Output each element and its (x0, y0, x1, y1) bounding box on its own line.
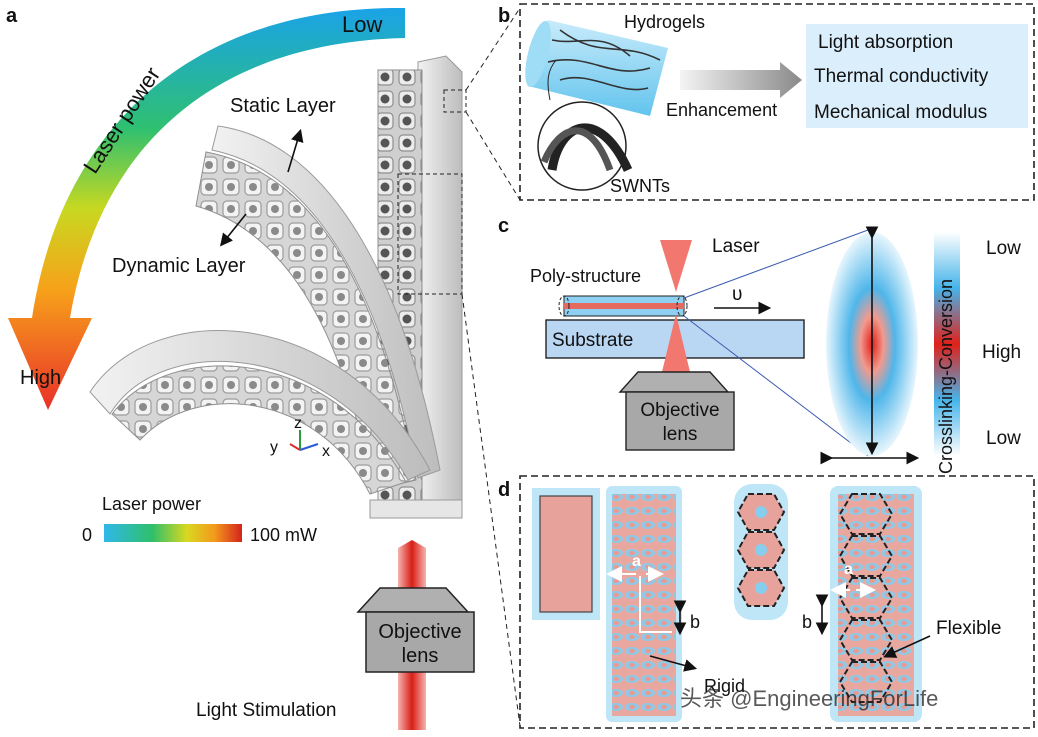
objective-lens-a: Objective lens (356, 587, 475, 673)
velocity-label: υ (732, 284, 742, 305)
panel-a: a Low Laser power High Static Layer Dyna… (6, 5, 521, 730)
static-layer-pointer (287, 128, 304, 173)
swnts-tube-2 (540, 127, 614, 172)
property-mechanical-modulus: Mechanical modulus (814, 102, 987, 123)
lower-dynamic-lattice (111, 365, 407, 495)
poly-structure-end-right (676, 295, 688, 317)
flexible-pointer (883, 635, 931, 658)
zoom-box-b (443, 89, 467, 113)
zoom-line-b-bottom (465, 111, 521, 201)
poly-structure-label: Poly-structure (530, 266, 641, 286)
panel-d-letter: d (498, 479, 510, 501)
zoom-line-c-bottom (683, 315, 869, 457)
rigid-label: Rigid (704, 676, 745, 696)
panel-d: d a b Rigid (498, 475, 1035, 729)
axis-z-label: z (294, 415, 302, 432)
zoom-box-d (397, 173, 463, 295)
arrow-low-label: Low (342, 12, 382, 37)
panel-b-letter: b (498, 5, 510, 27)
rigid-unit-outline (639, 576, 672, 633)
scale-title: Crosslinking-Conversion (936, 279, 956, 474)
laser-power-arrow (8, 8, 405, 410)
panel-b: b Hydrogels SWNTs Enhancement Light abso… (498, 3, 1035, 201)
swnts-pointer (547, 59, 557, 101)
bottom-base (369, 499, 463, 519)
scale-high-label: High (982, 342, 1021, 363)
hexagon-chain (734, 484, 788, 620)
objective-a-line2: lens (402, 645, 439, 667)
flexible-hex-outlines (838, 493, 894, 703)
axis-y-label: y (270, 439, 278, 456)
colorbar-title: Laser power (102, 494, 201, 514)
panel-d-border (519, 475, 1035, 729)
rigid-pointer (649, 655, 698, 672)
zoom-line-c-top (683, 229, 869, 299)
lower-static-strip (89, 330, 431, 481)
rigid-a-label: a (632, 553, 641, 570)
colorbar-min-label: 0 (82, 525, 92, 545)
laser-cone-top (660, 240, 692, 292)
rigid-lattice (612, 494, 676, 716)
objective-a-line1: Objective (378, 621, 461, 643)
axis-x-label: x (322, 443, 330, 460)
poly-structure-end-left (558, 295, 570, 317)
watermark: 头条 @EngineeringForLife (680, 686, 938, 711)
properties-box (806, 24, 1028, 128)
panel-b-border (519, 3, 1035, 201)
rigid-b-label: b (690, 612, 700, 632)
scale-low-bottom-label: Low (986, 428, 1021, 449)
panel-c: c Laser Substrate Poly-structure υ Objec… (498, 215, 1021, 474)
substrate-label: Substrate (552, 330, 633, 351)
zoom-line-d-bottom (461, 293, 521, 727)
poly-structure-core (564, 303, 684, 309)
static-layer-label: Static Layer (230, 95, 336, 117)
enhancement-arrow (680, 62, 802, 98)
enhancement-label: Enhancement (666, 100, 777, 120)
middle-static-strip (211, 125, 441, 479)
axis-triad: z y x (270, 415, 330, 460)
panel-c-letter: c (498, 215, 509, 237)
flex-b-label: b (802, 612, 812, 632)
hydrogels-label: Hydrogels (624, 12, 705, 32)
laser-cone-bottom (662, 314, 690, 372)
zoom-line-b-top (465, 7, 521, 91)
arrow-high-label: High (20, 367, 61, 389)
flex-a-label: a (844, 561, 853, 578)
flexible-label: Flexible (936, 618, 1001, 639)
flexible-lattice (838, 494, 914, 716)
objective-lens-c: Objective lens (618, 371, 735, 451)
objective-c-line1: Objective (640, 400, 719, 421)
dynamic-layer-pointer (220, 213, 247, 247)
swnts-inset (537, 101, 627, 191)
property-thermal-conductivity: Thermal conductivity (814, 66, 989, 87)
scale-low-top-label: Low (986, 238, 1021, 259)
hydrogel-tube (525, 20, 668, 116)
dynamic-layer-label: Dynamic Layer (112, 255, 246, 277)
crosslinking-colorbar (934, 232, 960, 456)
objective-c-line2: lens (663, 424, 698, 445)
colorbar-max-label: 100 mW (250, 525, 317, 545)
light-stimulation-label: Light Stimulation (196, 700, 336, 721)
laser-power-colorbar (104, 524, 242, 542)
panel-a-letter: a (6, 5, 18, 27)
single-block (539, 495, 593, 613)
property-light-absorption: Light absorption (818, 32, 953, 53)
laser-label: Laser (712, 236, 760, 257)
swnts-label: SWNTs (610, 176, 670, 196)
